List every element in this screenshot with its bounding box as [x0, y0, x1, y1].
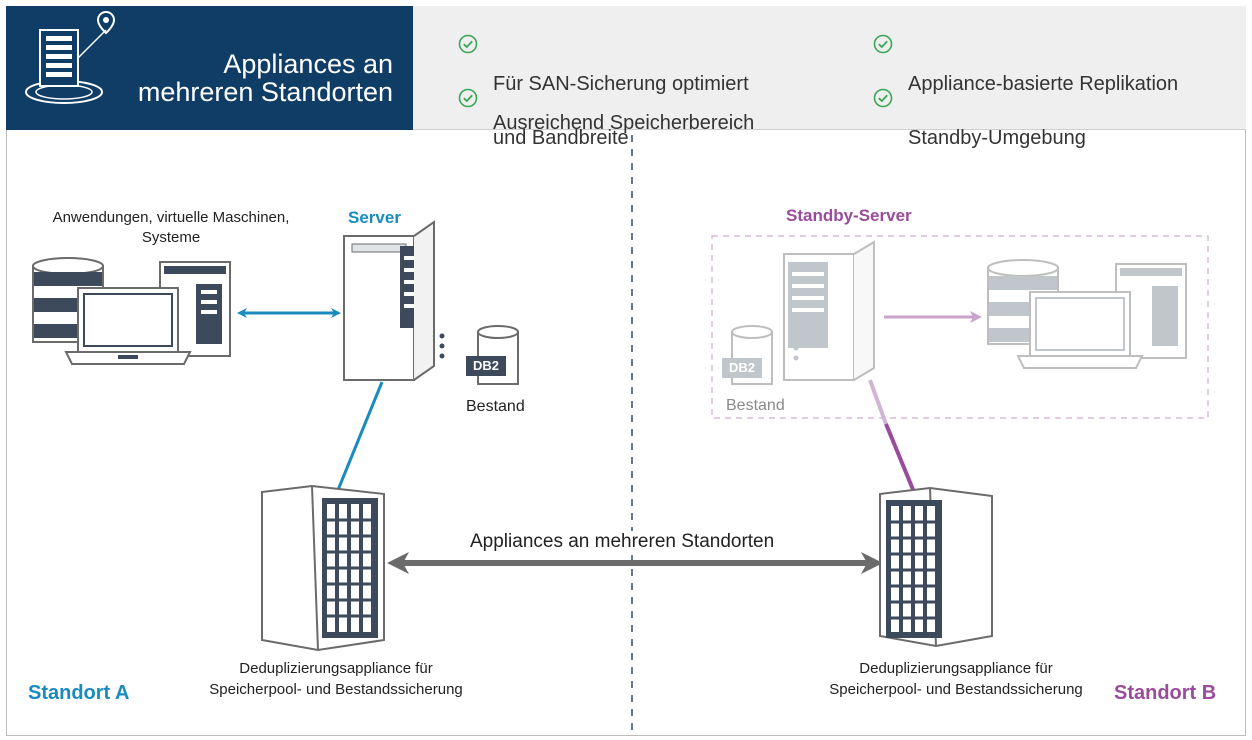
title-panel: Appliances an mehreren Standorten [6, 6, 413, 130]
feature-item: Standby-Umgebung [873, 88, 1086, 149]
feature-text: Appliance-basierte Replikation [908, 73, 1179, 95]
standby-client-systems-icon [987, 259, 1187, 369]
site-a-label: Standort A [28, 682, 130, 704]
database-label: Bestand [466, 398, 525, 415]
server-label: Server [348, 208, 401, 227]
standby-server-label: Standby-Server [786, 206, 912, 225]
server-icon [343, 220, 445, 381]
multi-site-appliance-icon [25, 10, 116, 104]
dedup-appliance-icon [879, 486, 993, 648]
standby-appliance-link-faded [868, 379, 888, 425]
standby-database-label: Bestand [726, 397, 785, 414]
feature-item: Appliance-basierte Replikation [873, 34, 1179, 95]
standby-appliance-link [884, 423, 916, 493]
db2-badge: DB2 [472, 358, 499, 373]
page-title: Appliances an mehreren Standorten [137, 49, 393, 107]
replication-label: Appliances an mehreren Standorten [468, 531, 777, 553]
clients-label: Anwendungen, virtuelle Maschinen, System… [52, 209, 290, 246]
database-icon [466, 325, 519, 385]
server-appliance-link [336, 381, 384, 491]
check-circle-icon [873, 88, 893, 108]
standby-environment-box [711, 235, 1209, 419]
check-circle-icon [873, 34, 893, 54]
standby-database-icon [722, 325, 773, 385]
standby-server-icon [783, 240, 875, 381]
feature-text: Für SAN-Sicherung optimiert [493, 73, 749, 95]
client-systems-icon [32, 257, 231, 365]
dedup-appliance-icon [261, 484, 385, 652]
feature-item: Für SAN-Sicherung optimiert [458, 34, 749, 95]
feature-text: Standby-Umgebung [908, 127, 1086, 149]
standby-appliance-label: Deduplizierungsappliance für Speicherpoo… [829, 660, 1083, 698]
features-bar: Für SAN-Sicherung optimiert Appliance-ba… [413, 6, 1246, 148]
appliance-label: Deduplizierungsappliance für Speicherpoo… [209, 660, 463, 698]
check-circle-icon [458, 34, 478, 54]
site-b-label: Standort B [1114, 682, 1217, 704]
feature-text: Ausreichend Speicherbereich und Bandbrei… [493, 112, 755, 149]
feature-item: Ausreichend Speicherbereich und Bandbrei… [458, 86, 755, 149]
standby-db2-badge: DB2 [728, 360, 755, 375]
check-circle-icon [458, 88, 478, 108]
